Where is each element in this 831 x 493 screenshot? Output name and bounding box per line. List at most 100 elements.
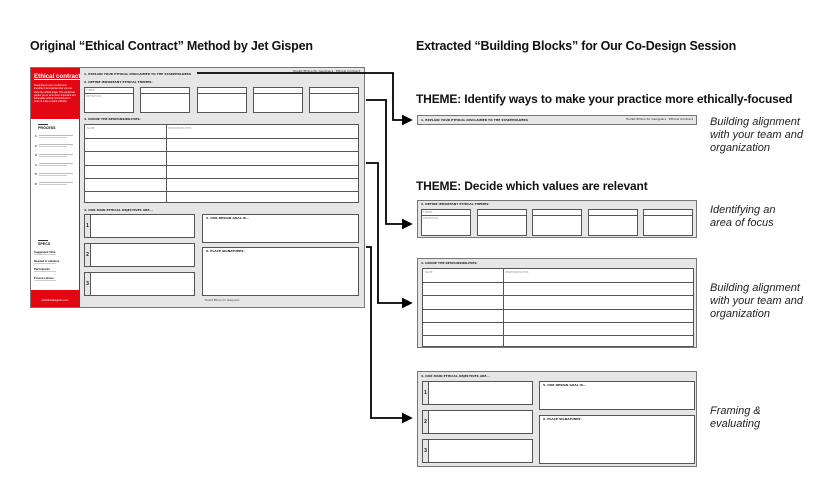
- section-2-label: 2. DEFINE IMPORTANT ETHICAL THEMES:: [84, 80, 153, 84]
- col-responsibilities: RESPONSIBILITIES: [168, 127, 192, 130]
- spec-value-line: [34, 279, 56, 281]
- objective-number: 1: [423, 382, 429, 404]
- caption-line: with your team and: [710, 295, 803, 307]
- spec-value-line: [34, 271, 56, 272]
- row-divider: [423, 334, 693, 336]
- caption-line: Framing &: [710, 405, 761, 417]
- section-5-label: 5. OUR DESIGN GOAL IS...: [543, 383, 587, 387]
- objective-number: 2: [423, 411, 429, 433]
- theme-box: [252, 87, 303, 113]
- section-1-label: 1. EXPLAIN YOUR ETHICAL DISCLAIMER TO TH…: [421, 118, 528, 122]
- row-divider: [423, 295, 693, 297]
- section-2-label: 2. DEFINE IMPORTANT ETHICAL THEMES:: [421, 202, 490, 206]
- specs-label: SPECS: [38, 242, 51, 246]
- column-divider: [503, 269, 504, 346]
- process-number: 6: [35, 181, 37, 186]
- bottom-credit: Toolkit Ethics for designers: [204, 299, 240, 302]
- spec-value-line: [34, 262, 56, 264]
- section-6-label: 6. PLACE SIGNATURES:: [206, 249, 245, 253]
- spec-label: Participants: [34, 267, 51, 271]
- theme-box: [140, 87, 191, 113]
- block-responsibilities: 3. DIVIDE THE RESPONSIBILITIES: NAME RESPO…: [417, 258, 697, 348]
- process-number: 5: [35, 172, 37, 176]
- col-name: NAME: [425, 271, 433, 274]
- contract-title: Ethical contract: [34, 73, 81, 80]
- caption-line: area of focus: [710, 217, 774, 229]
- definition-label: DEFINITION: [86, 95, 101, 98]
- section-6-label: 6. PLACE SIGNATURES:: [543, 417, 582, 421]
- process-text-line: [39, 174, 67, 176]
- sidebar-header: Ethical contract Designing is never neut…: [31, 68, 81, 119]
- objective-box: 2: [422, 410, 533, 434]
- column-divider: [166, 125, 167, 202]
- design-goal-box: 5. OUR DESIGN GOAL IS...: [202, 214, 359, 243]
- section-3-label: 3. DIVIDE THE RESPONSIBILITIES:: [84, 117, 141, 121]
- theme-divider: [422, 215, 470, 216]
- left-heading: Original “Ethical Contract” Method by Je…: [30, 39, 313, 53]
- process-text-line: [39, 163, 73, 164]
- theme-divider: [141, 93, 190, 94]
- row-divider: [85, 164, 358, 166]
- spec-label: Process phase: [34, 275, 54, 280]
- theme-box: [643, 209, 693, 236]
- objective-box: 1: [422, 381, 533, 405]
- theme-title-1: THEME: Identify ways to make your practi…: [416, 92, 793, 106]
- caption-line: organization: [710, 142, 770, 154]
- footer-url: ethicsfordesigners.com: [41, 299, 69, 302]
- theme-box: [196, 87, 247, 113]
- process-text-line: [39, 146, 67, 147]
- process-number: 2: [35, 143, 37, 148]
- process-text-line: [39, 155, 67, 157]
- row-divider: [423, 321, 693, 323]
- theme-box: THEME DEFINITION: [84, 87, 134, 113]
- caption-line: with your team and: [710, 129, 803, 141]
- caption-line: evaluating: [710, 418, 761, 430]
- signatures-box: 6. PLACE SIGNATURES:: [539, 415, 695, 464]
- block-objectives: 4. OUR MAIN ETHICAL OBJECTIVES ARE... 1 2 3…: [417, 371, 697, 467]
- theme-divider: [644, 215, 692, 216]
- row-divider: [85, 151, 358, 153]
- caption-line: organization: [710, 308, 770, 320]
- theme-box: [587, 209, 638, 236]
- theme-divider: [85, 93, 133, 94]
- row-divider: [423, 308, 693, 310]
- theme-label: THEME: [86, 89, 96, 92]
- arrow-responsibilities: [366, 162, 413, 309]
- block-disclaimer: 1. EXPLAIN YOUR ETHICAL DISCLAIMER TO TH…: [417, 115, 697, 125]
- divider: [38, 124, 48, 125]
- objective-number: 2: [85, 244, 91, 266]
- process-number: 1: [35, 134, 37, 138]
- top-right-credit: Toolkit Ethics for designers · Ethical C…: [625, 117, 693, 121]
- theme-box: [309, 87, 359, 113]
- contract-intro: Designing is never neutral and therefore…: [34, 84, 76, 104]
- objective-number: 1: [85, 215, 91, 237]
- objective-number: 3: [85, 273, 91, 295]
- theme-divider: [533, 215, 581, 216]
- divider: [38, 240, 48, 241]
- process-text-line: [39, 172, 73, 174]
- objective-box: 3: [422, 439, 533, 463]
- process-number: 3: [35, 153, 37, 157]
- process-text-line: [39, 134, 73, 136]
- col-responsibilities: RESPONSIBILITIES: [505, 271, 529, 274]
- section-4-label: 4. OUR MAIN ETHICAL OBJECTIVES ARE...: [84, 208, 153, 212]
- section-5-label: 5. OUR DESIGN GOAL IS...: [206, 216, 250, 220]
- right-heading: Extracted “Building Blocks” for Our Co-D…: [416, 39, 737, 53]
- objective-number: 3: [423, 440, 429, 462]
- caption-line: Building alignment: [710, 116, 800, 128]
- block-ethical-themes: 2. DEFINE IMPORTANT ETHICAL THEMES: THEME…: [417, 200, 697, 238]
- section-4-label: 4. OUR MAIN ETHICAL OBJECTIVES ARE...: [421, 374, 490, 378]
- process-text-line: [39, 184, 67, 185]
- theme-divider: [253, 93, 302, 94]
- caption-line: Identifying an: [710, 204, 776, 216]
- theme-box: [532, 209, 582, 236]
- row-divider: [423, 282, 693, 284]
- theme-title-2: THEME: Decide which values are relevant: [416, 179, 648, 193]
- arrow-disclaimer: [197, 72, 413, 126]
- theme-label: THEME: [423, 211, 433, 214]
- section-3-label: 3. DIVIDE THE RESPONSIBILITIES:: [421, 261, 478, 265]
